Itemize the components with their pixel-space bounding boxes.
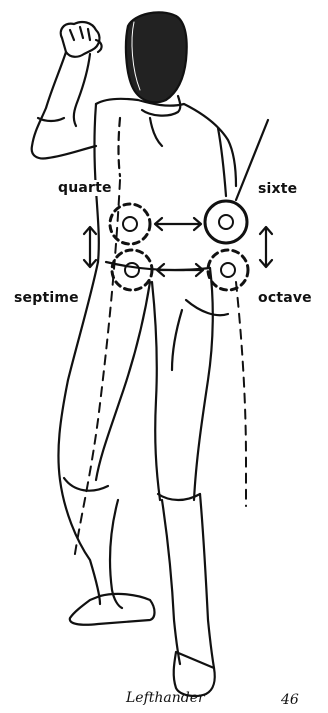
left-arm [32, 52, 96, 159]
double-arrow-horizontal-top [155, 218, 201, 230]
guide-lines [74, 180, 246, 560]
fencer-feet [70, 594, 215, 696]
double-arrow-vertical-left [84, 227, 96, 267]
double-arrow-vertical-right [260, 227, 272, 267]
dashed-target-circle-septime [112, 250, 152, 290]
page-number: 46 [281, 692, 299, 708]
dashed-target-circle-quarte [110, 204, 150, 244]
label-sixte: sixte [256, 181, 299, 197]
label-quarte: quarte [56, 180, 114, 196]
label-octave: octave [256, 290, 314, 306]
fencer-legs [58, 262, 228, 668]
label-septime: septime [12, 290, 81, 306]
double-arrow-horizontal-bottom [157, 264, 203, 276]
dashed-target-circle-octave [208, 250, 248, 290]
caption-lefthander: Lefthander [126, 690, 205, 706]
solid-target-circle-sixte [205, 201, 247, 243]
